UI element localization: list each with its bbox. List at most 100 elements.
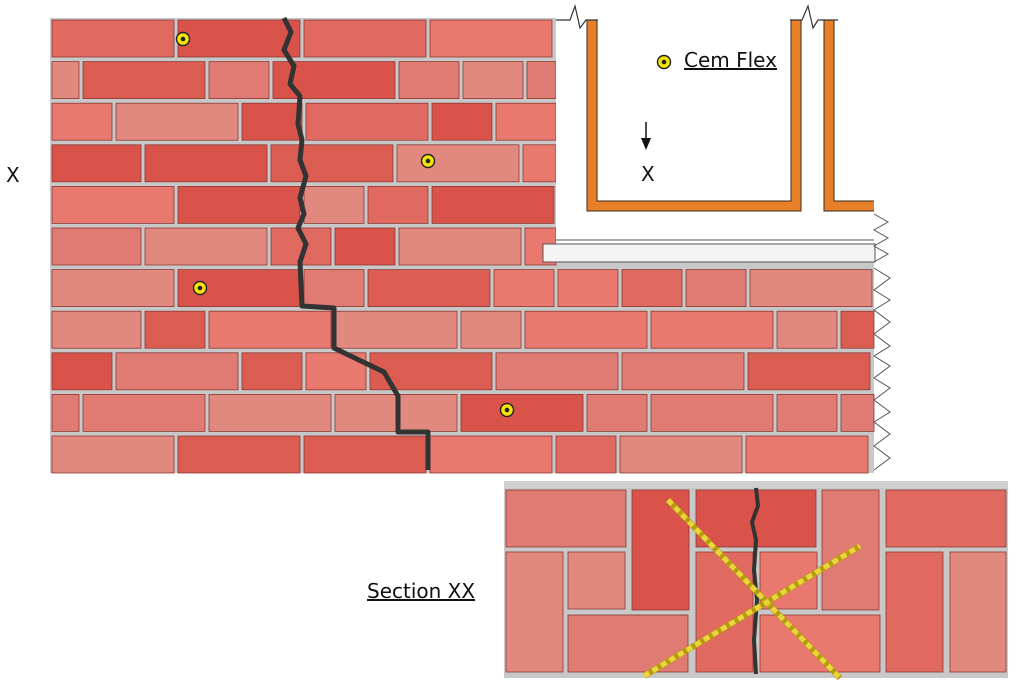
stepped-crack xyxy=(281,16,431,470)
brick-r7-4 xyxy=(460,310,522,349)
brick-r7-0 xyxy=(51,310,142,349)
brick-r5-4 xyxy=(398,227,522,266)
section-top-cap xyxy=(504,481,1008,488)
brick-r6-3 xyxy=(367,269,491,308)
brick-r8-6 xyxy=(621,352,745,391)
brick-r7-6 xyxy=(650,310,774,349)
window-opening xyxy=(542,3,890,263)
brick-wall-elevation xyxy=(50,18,1024,474)
brick-r4-1 xyxy=(177,185,301,224)
brick-r7-8 xyxy=(840,310,875,349)
brick-r6-0 xyxy=(51,269,175,308)
brick-r6-4 xyxy=(493,269,555,308)
twist-tie-1 xyxy=(666,498,842,680)
down-arrow-icon xyxy=(641,138,651,150)
brick-r3-1 xyxy=(144,144,268,183)
brick-r1-6 xyxy=(526,61,557,99)
brick-r1-1 xyxy=(82,61,206,99)
brick-r1-5 xyxy=(462,61,524,99)
brick-r4-3 xyxy=(367,185,429,224)
brick-r7-2 xyxy=(208,310,332,349)
break-line-icon-sill xyxy=(872,213,890,263)
brick-r0-3 xyxy=(429,19,553,58)
brick-r10-0 xyxy=(51,435,175,474)
frame-edge-right xyxy=(823,20,874,212)
brick-r5-3 xyxy=(334,227,396,266)
brick-r9-0 xyxy=(51,393,80,432)
section-brick-1 xyxy=(631,489,690,611)
brick-r4-2 xyxy=(303,185,365,224)
brick-r7-7 xyxy=(776,310,838,349)
brick-r10-2 xyxy=(303,435,427,474)
break-line-icon-top-left xyxy=(556,3,598,30)
brick-r7-3 xyxy=(334,310,458,349)
crack-line xyxy=(281,16,431,470)
section-brick-10 xyxy=(949,551,1007,673)
brick-r0-1 xyxy=(177,19,301,58)
break-line-icon-top-right xyxy=(790,4,838,30)
break-line-icon xyxy=(874,268,1024,470)
legend-label-cem-flex: Cem Flex xyxy=(684,48,777,72)
brick-r8-1 xyxy=(115,352,239,391)
brick-r9-8 xyxy=(840,393,875,432)
section-brick-5 xyxy=(505,551,564,673)
brick-r9-4 xyxy=(460,393,584,432)
brick-r3-2 xyxy=(270,144,394,183)
brick-r3-4 xyxy=(522,144,557,183)
brick-r10-4 xyxy=(555,435,617,474)
brick-r6-8 xyxy=(749,269,873,308)
section-brick-9 xyxy=(885,551,944,673)
brick-r2-5 xyxy=(495,102,557,141)
brick-r4-0 xyxy=(51,185,175,224)
brick-r10-6 xyxy=(745,435,869,474)
frame-outline xyxy=(587,20,801,211)
section-brick-7 xyxy=(695,551,754,673)
brick-r9-7 xyxy=(776,393,838,432)
cem-flex-anchors xyxy=(175,31,515,418)
anchor-marker-icon-core-1 xyxy=(180,36,186,42)
brick-r2-1 xyxy=(115,102,239,141)
brick-r2-2 xyxy=(241,102,303,141)
brick-r4-4 xyxy=(431,185,555,224)
brick-r5-1 xyxy=(144,227,268,266)
brick-r6-5 xyxy=(557,269,619,308)
brick-r7-5 xyxy=(524,310,648,349)
brick-r9-2 xyxy=(208,393,332,432)
section-brick-12 xyxy=(759,614,881,673)
anchor-marker-icon-core-3 xyxy=(197,285,203,291)
brick-r9-6 xyxy=(650,393,774,432)
brick-r10-3 xyxy=(429,435,553,474)
brick-r10-1 xyxy=(177,435,301,474)
brick-r0-2 xyxy=(303,19,427,58)
break-edge xyxy=(873,267,891,471)
section-brick-6 xyxy=(567,551,626,610)
brick-r3-0 xyxy=(51,144,142,183)
section-crack xyxy=(749,487,761,675)
section-marker-left: X xyxy=(6,163,20,187)
brick-r5-0 xyxy=(51,227,142,266)
twist-tie-2 xyxy=(642,543,862,679)
brick-r6-2 xyxy=(303,269,365,308)
anchor-marker-icon-legend-core xyxy=(661,59,667,65)
brick-r6-7 xyxy=(685,269,747,308)
frame-outline-right xyxy=(824,20,874,211)
window-sill xyxy=(542,243,876,263)
brick-r1-2 xyxy=(208,61,270,99)
brick-r0-0 xyxy=(51,19,175,58)
brick-r9-1 xyxy=(82,393,206,432)
section-xx-detail xyxy=(504,481,1008,681)
brick-r2-4 xyxy=(431,102,493,141)
section-marker-arrow-label: X xyxy=(641,162,655,186)
section-brick-4 xyxy=(885,489,1007,548)
brick-r9-5 xyxy=(586,393,648,432)
anchor-marker-icon-core-4 xyxy=(504,407,510,413)
brick-r8-5 xyxy=(495,352,619,391)
brick-r1-0 xyxy=(51,61,80,99)
brick-r8-2 xyxy=(241,352,303,391)
brick-r10-5 xyxy=(619,435,743,474)
brick-r8-7 xyxy=(747,352,871,391)
frame-edge-inner xyxy=(596,20,792,202)
section-brick-0 xyxy=(505,489,627,548)
